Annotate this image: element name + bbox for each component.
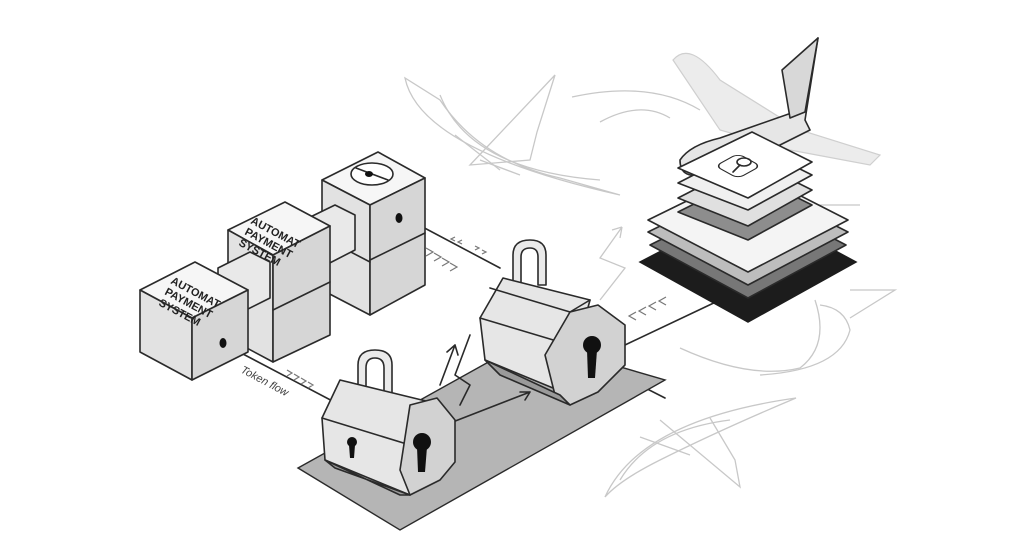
keyhole-icon bbox=[583, 336, 601, 378]
layer-stack bbox=[638, 131, 858, 323]
faint-airplane-outline-icon bbox=[404, 74, 701, 196]
chevron-arrows-icon bbox=[286, 236, 667, 389]
padlock-front bbox=[321, 349, 456, 496]
padlock-back bbox=[479, 239, 626, 406]
keyhole-icon bbox=[347, 433, 431, 472]
block-1: AUTOMAT PAYMENT SYSTEM bbox=[139, 261, 249, 381]
token-flow-label: Token flow bbox=[239, 364, 292, 400]
key-badge-icon bbox=[717, 154, 759, 178]
airplane-icon bbox=[672, 37, 882, 177]
compass-dial-icon bbox=[350, 162, 394, 186]
faint-bird-outline-icon bbox=[604, 397, 797, 498]
up-arrow-icon bbox=[439, 226, 627, 426]
